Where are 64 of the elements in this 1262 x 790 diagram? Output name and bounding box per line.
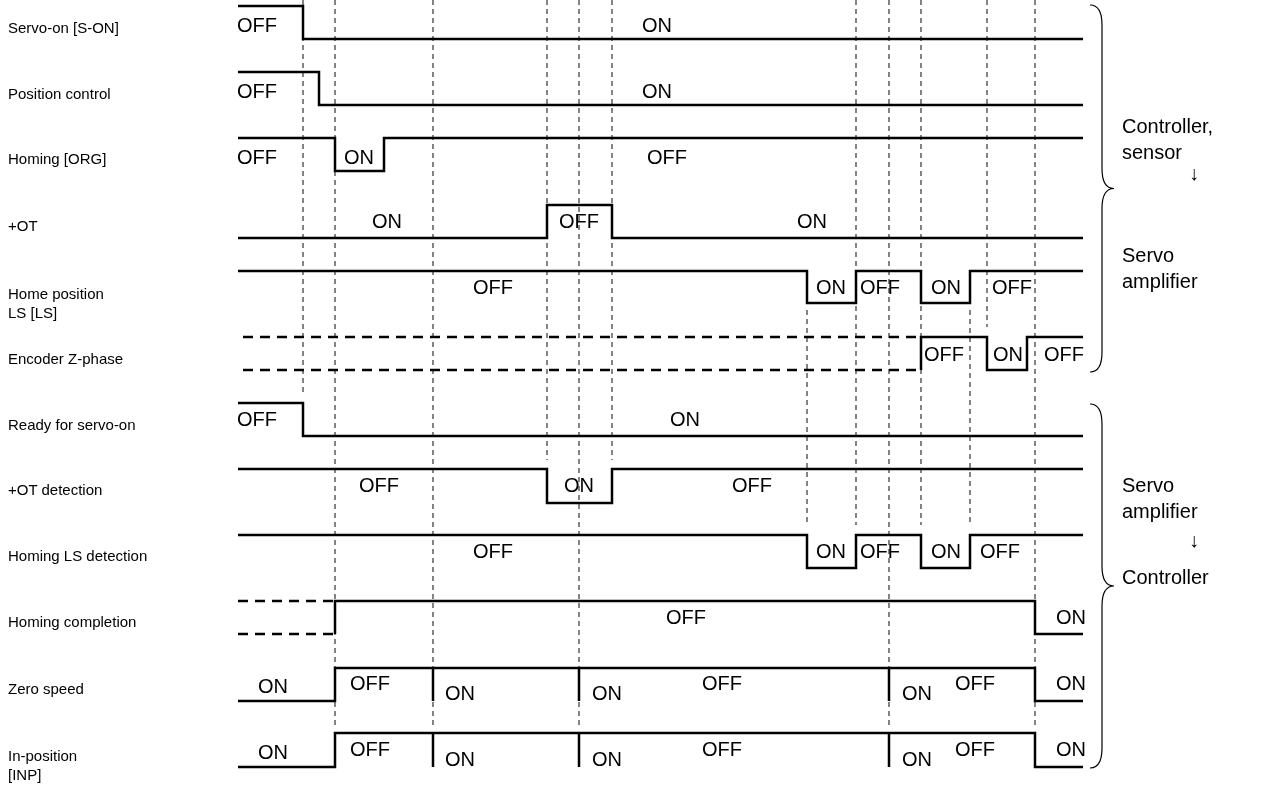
state-label: ON (993, 344, 1023, 364)
state-label: ON (1056, 673, 1086, 693)
state-label: OFF (359, 475, 399, 495)
state-label: OFF (237, 147, 277, 167)
signal-name: Homing LS detection (8, 548, 148, 563)
signal-name: Servo-on [S-ON] (8, 20, 119, 35)
signal-name: Ready for servo-on (8, 417, 136, 432)
state-label: ON (445, 683, 475, 703)
state-label: ON (344, 147, 374, 167)
group-label: Servo amplifier (1122, 243, 1199, 294)
state-label: OFF (860, 277, 900, 297)
state-label: ON (931, 541, 961, 561)
state-label: OFF (237, 81, 277, 101)
state-label: OFF (992, 277, 1032, 297)
state-label: OFF (237, 409, 277, 429)
state-label: OFF (955, 673, 995, 693)
signal-name: +OT (8, 218, 38, 233)
signal-name: Home position LS [LS] (8, 285, 105, 323)
state-label: OFF (473, 541, 513, 561)
state-label: ON (816, 277, 846, 297)
state-label: OFF (702, 673, 742, 693)
state-label: OFF (1044, 344, 1084, 364)
state-label: ON (902, 749, 932, 769)
state-label: OFF (350, 673, 390, 693)
group-label: Controller (1122, 565, 1210, 590)
state-label: OFF (237, 15, 277, 35)
state-label: ON (816, 541, 846, 561)
state-label: OFF (860, 541, 900, 561)
state-label: ON (902, 683, 932, 703)
state-label: OFF (955, 739, 995, 759)
state-label: ON (592, 683, 622, 703)
state-label: ON (642, 15, 672, 35)
state-label: ON (258, 742, 288, 762)
signal-name: Position control (8, 86, 111, 101)
state-label: ON (642, 81, 672, 101)
group-label: Controller, sensor (1122, 114, 1215, 165)
state-label: OFF (647, 147, 687, 167)
state-label: OFF (702, 739, 742, 759)
state-label: ON (592, 749, 622, 769)
state-label: OFF (350, 739, 390, 759)
state-label: OFF (666, 607, 706, 627)
signal-name: Homing completion (8, 614, 137, 629)
state-label: ON (797, 211, 827, 231)
state-label: OFF (473, 277, 513, 297)
signal-name: Homing [ORG] (8, 151, 107, 166)
group-label: Servo amplifier (1122, 473, 1199, 524)
state-label: OFF (980, 541, 1020, 561)
state-label: ON (931, 277, 961, 297)
flow-arrow-symbol: ↓ (1189, 530, 1199, 550)
state-label: OFF (924, 344, 964, 364)
state-label: OFF (559, 211, 599, 231)
state-label: ON (1056, 607, 1086, 627)
signal-name: +OT detection (8, 482, 103, 497)
state-label: ON (564, 475, 594, 495)
signal-name: Encoder Z-phase (8, 351, 124, 366)
signal-name: In-position [INP] (8, 747, 79, 785)
state-label: OFF (732, 475, 772, 495)
state-label: ON (670, 409, 700, 429)
state-label: ON (372, 211, 402, 231)
signal-name: Zero speed (8, 681, 84, 696)
state-label: ON (258, 676, 288, 696)
flow-arrow-symbol: ↓ (1189, 163, 1199, 183)
state-label: ON (1056, 739, 1086, 759)
state-label: ON (445, 749, 475, 769)
